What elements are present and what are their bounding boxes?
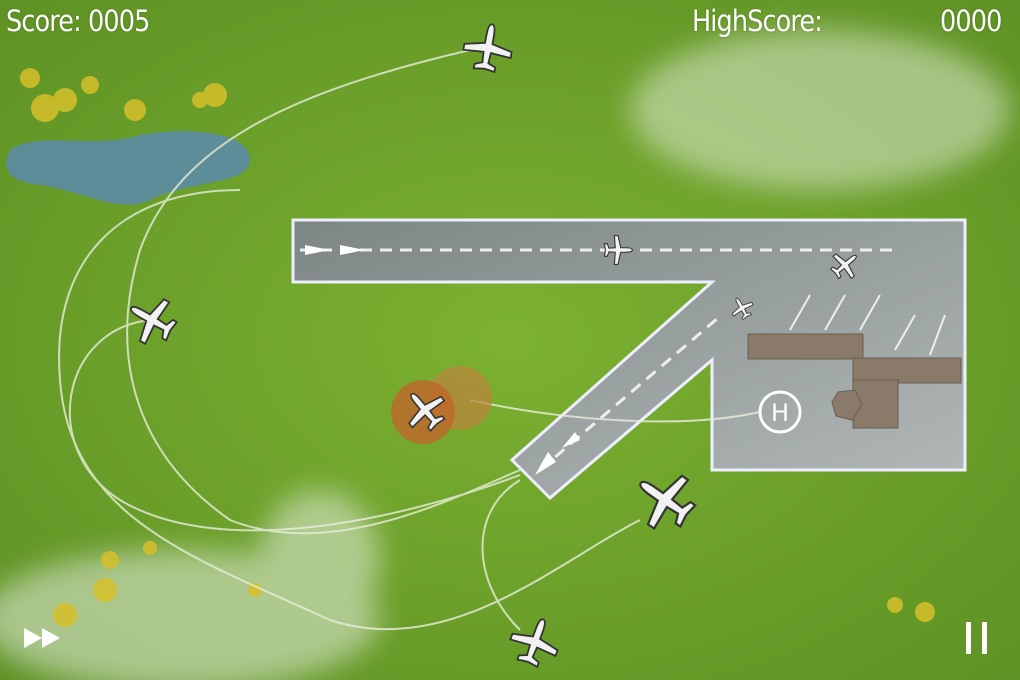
crash-site xyxy=(391,366,492,444)
pause-icon xyxy=(982,622,987,654)
runway-complex xyxy=(291,218,967,501)
pond xyxy=(6,131,250,205)
helipad-label: H xyxy=(771,399,789,427)
fast-forward-button[interactable] xyxy=(22,624,66,652)
score-display: Score: 0005 xyxy=(6,4,150,38)
pause-icon xyxy=(966,622,971,654)
clouds xyxy=(0,30,1010,680)
pause-button[interactable] xyxy=(962,618,992,658)
bushes xyxy=(20,68,935,627)
terminal-building xyxy=(747,333,962,429)
highscore-value: 0000 xyxy=(940,4,1002,38)
highscore-label: HighScore: xyxy=(692,4,823,38)
flight-paths xyxy=(58,49,761,631)
fast-forward-icon xyxy=(24,628,60,648)
